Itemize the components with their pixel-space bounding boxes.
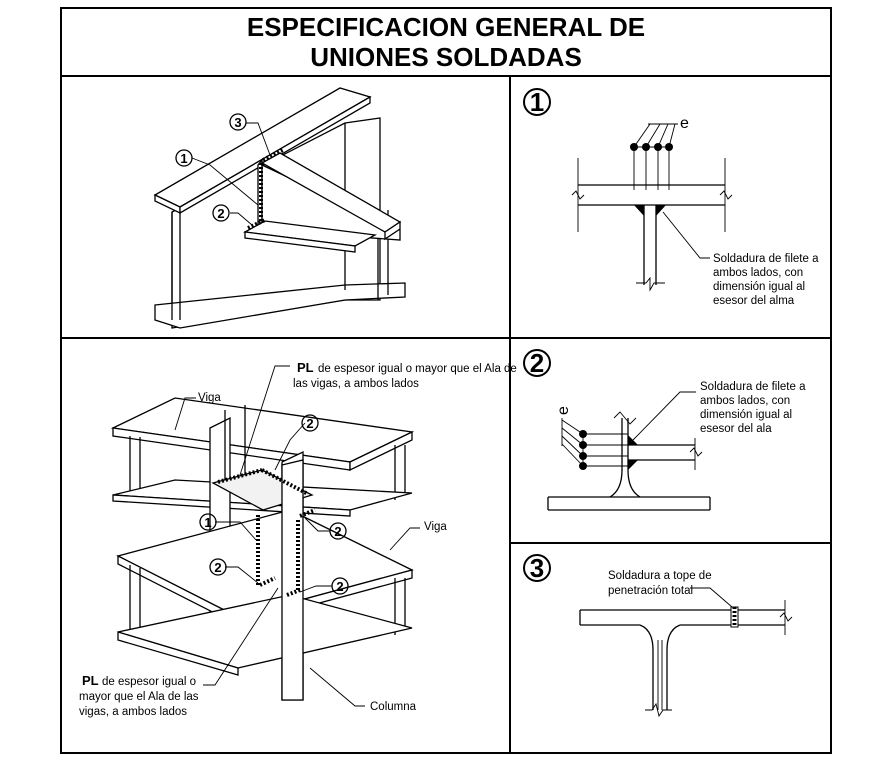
plate-note-top-line-1: de espesor igual o mayor que el Ala de — [318, 363, 517, 375]
callout-2-cross-top: 2 — [306, 416, 313, 431]
detail-3-note-line-2: penetración total — [608, 585, 693, 597]
callout-1-iso: 1 — [180, 151, 187, 166]
plate-symbol-top: PL — [297, 360, 314, 375]
detail-1-note-line-2: ambos lados, con — [713, 267, 803, 279]
beam-label-right: Viga — [424, 521, 447, 533]
callout-2-cross-right: 2 — [334, 524, 341, 539]
detail-2-dim-e: e — [555, 406, 572, 415]
callout-2-cross-bottom: 2 — [336, 579, 343, 594]
detail-2-number: 2 — [530, 348, 544, 378]
plate-symbol-bottom: PL — [82, 673, 99, 688]
plate-note-bottom-line-1: de espesor igual o — [102, 676, 196, 688]
detail-1-note-line-1: Soldadura de filete a — [713, 253, 819, 265]
detail-2-note-line-3: dimensión igual al — [700, 409, 792, 421]
detail-1: 1 e Soldadura de filete a ambos lados, — [523, 87, 819, 307]
plate-note-bottom-line-3: vigas, a ambos lados — [79, 706, 187, 718]
callout-2-cross-left: 2 — [214, 560, 221, 575]
detail-3-note-line-1: Soldadura a tope de — [608, 570, 712, 582]
detail-1-note-line-4: esesor del alma — [713, 295, 795, 307]
callout-3-iso: 3 — [234, 115, 241, 130]
frame — [60, 7, 832, 754]
detail-2: 2 e Soldadura de filete a am — [523, 348, 806, 511]
detail-2-note-line-4: esesor del ala — [700, 423, 772, 435]
callout-1-cross: 1 — [204, 515, 211, 530]
detail-3: 3 Soldadura a tope de penetración total — [523, 553, 793, 718]
detail-2-note-line-2: ambos lados, con — [700, 395, 790, 407]
title-line-1: ESPECIFICACION GENERAL DE — [247, 12, 645, 42]
detail-2-note-line-1: Soldadura de filete a — [700, 381, 806, 393]
iso-beam-joint: 3 1 2 — [153, 87, 406, 329]
plate-note-bottom-line-2: mayor que el Ala de las — [79, 691, 199, 703]
detail-1-dim-e: e — [680, 115, 689, 132]
beam-label-left: Viga — [198, 392, 221, 404]
detail-1-number: 1 — [530, 87, 544, 117]
plate-note-top-line-2: las vigas, a ambos lados — [293, 378, 419, 390]
callout-2-iso: 2 — [217, 206, 224, 221]
detail-3-number: 3 — [530, 553, 544, 583]
iso-cross-joint: 2 1 2 2 2 PL de espesor igual o mayor qu… — [79, 360, 517, 718]
column-label: Columna — [370, 701, 417, 713]
detail-1-note-line-3: dimensión igual al — [713, 281, 805, 293]
title-line-2: UNIONES SOLDADAS — [310, 42, 582, 72]
